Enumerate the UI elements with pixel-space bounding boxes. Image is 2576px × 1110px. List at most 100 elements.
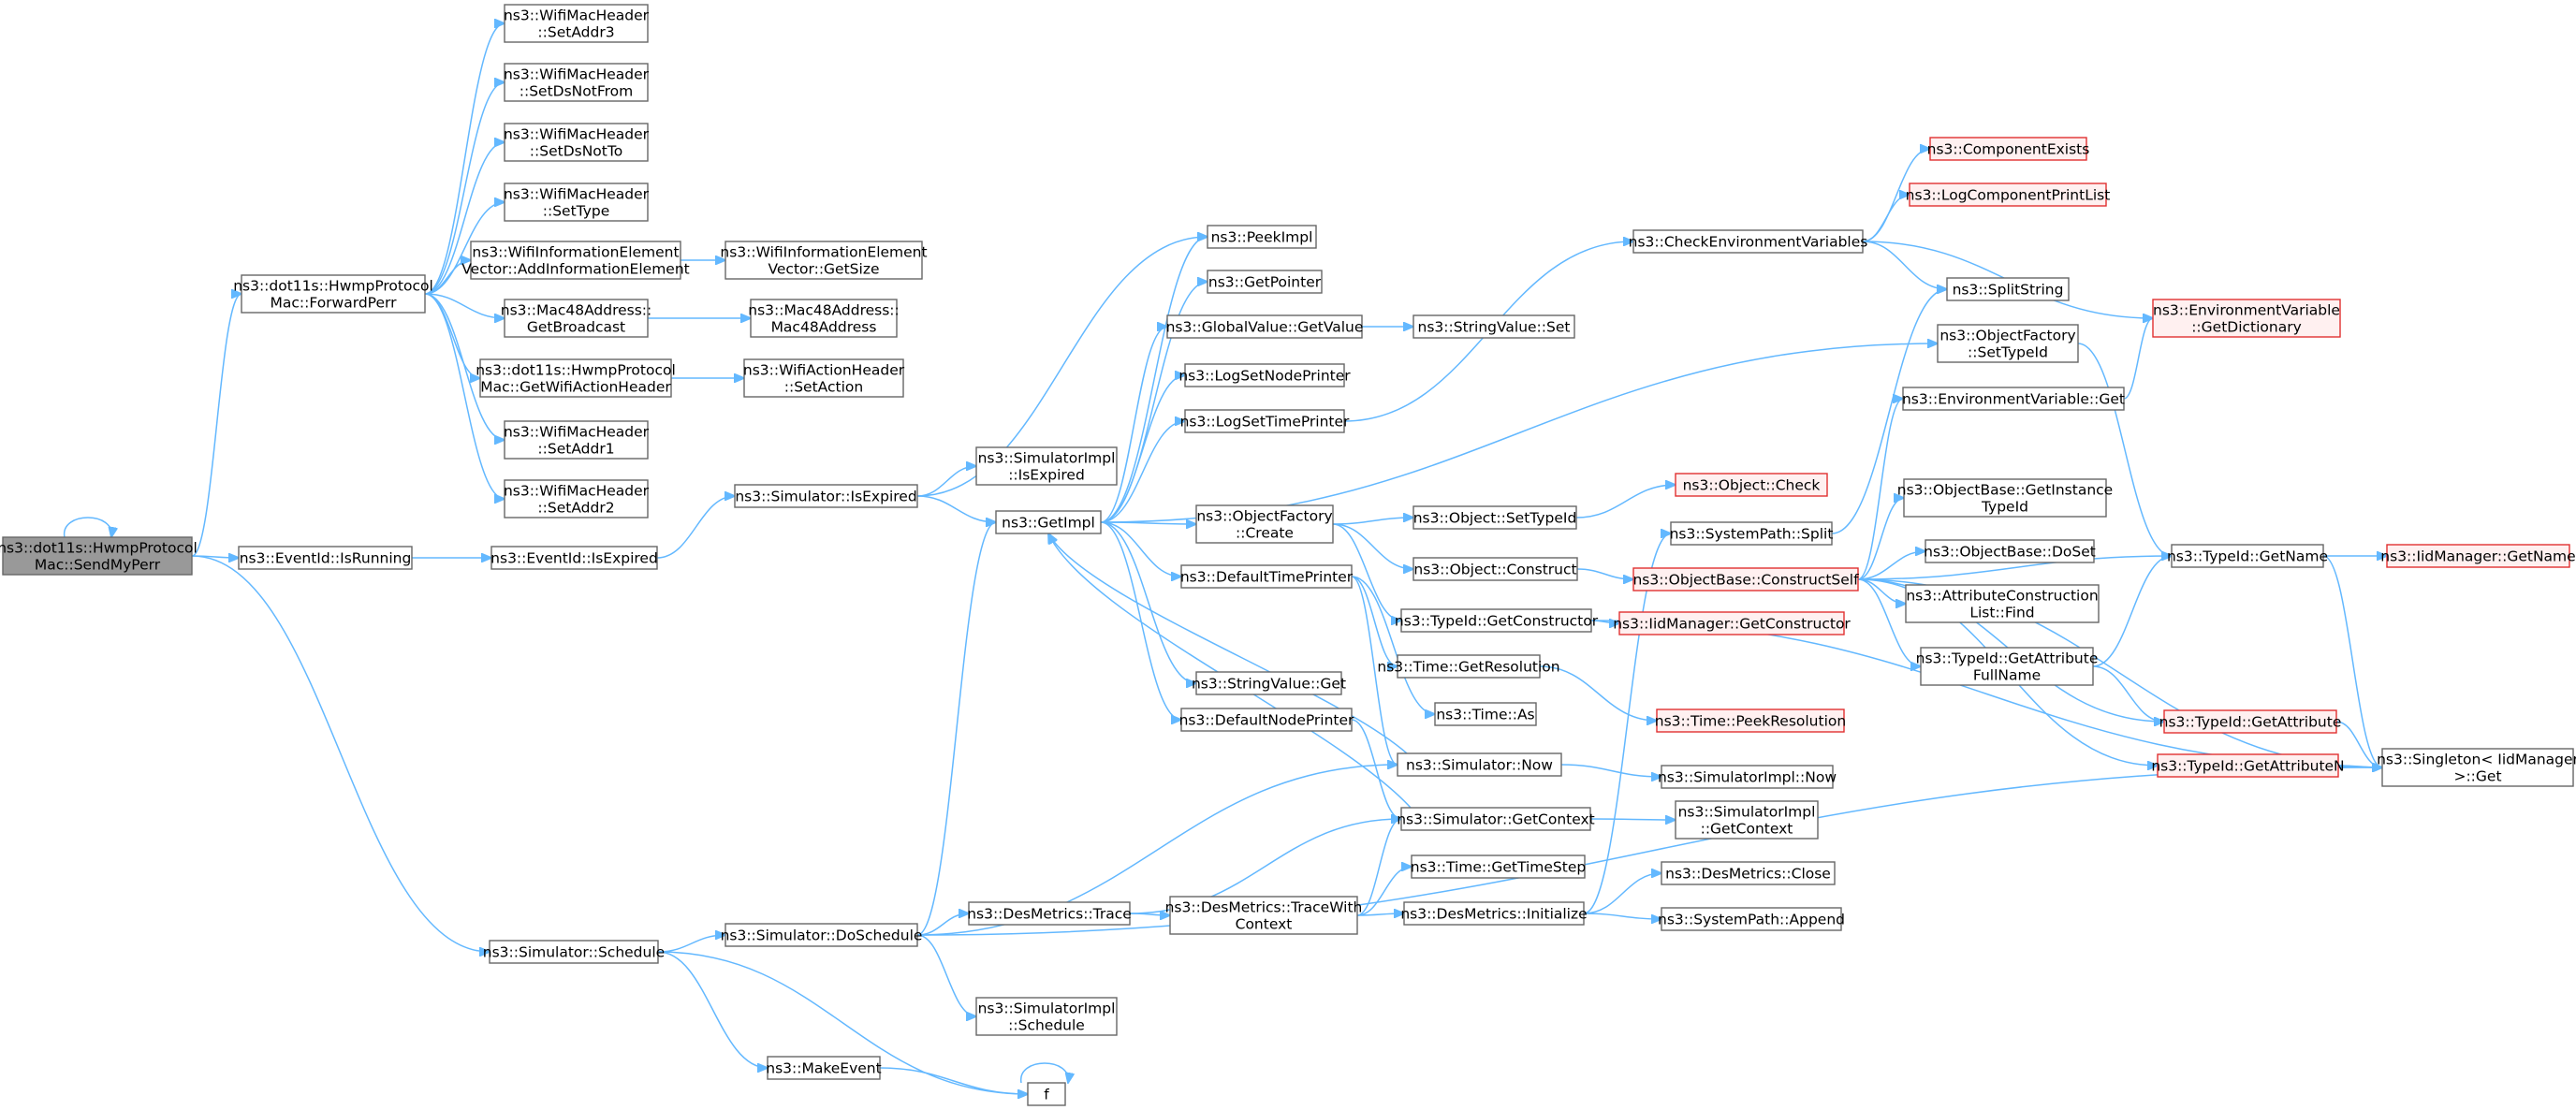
node-sysPathSplit[interactable]: ns3::SystemPath::Split [1670, 521, 1834, 546]
node-mac48ctor[interactable]: ns3::Mac48Address::Mac48Address [748, 299, 900, 338]
node-simSchedule[interactable]: ns3::Simulator::Schedule [483, 940, 665, 964]
edge-getImpl-to-defaultTimePrinter [1100, 521, 1181, 577]
node-getWifiActionHeader[interactable]: ns3::dot11s::HwmpProtocolMac::GetWifiAct… [476, 358, 676, 398]
node-logComponentPrintList[interactable]: ns3::LogComponentPrintList [1906, 183, 2111, 207]
node-label: GetBroadcast [527, 319, 625, 336]
node-envGetDictionary[interactable]: ns3::EnvironmentVariable::GetDictionary [2152, 299, 2341, 338]
node-simImplSchedule[interactable]: ns3::SimulatorImpl::Schedule [975, 997, 1118, 1036]
node-label: ns3::TypeId::GetConstructor [1395, 613, 1599, 630]
node-label: ns3::ObjectBase::ConstructSelf [1632, 572, 1859, 589]
node-checkEnvVars[interactable]: ns3::CheckEnvironmentVariables [1629, 229, 1868, 254]
node-box [1180, 564, 1353, 589]
node-box [1661, 861, 1836, 885]
node-singletonGet[interactable]: ns3::Singleton< IidManager>::Get [2377, 748, 2576, 787]
node-label: ns3::ObjectBase::GetInstance [1897, 482, 2113, 499]
node-envGet[interactable]: ns3::EnvironmentVariable::Get [1902, 387, 2125, 411]
node-box [1946, 277, 2070, 301]
node-label: ns3::Time::GetResolution [1377, 659, 1559, 676]
node-setAddr2[interactable]: ns3::WifiMacHeader::SetAddr2 [504, 479, 650, 518]
node-objFactoryCreate[interactable]: ns3::ObjectFactory::Create [1195, 504, 1334, 544]
node-defaultNodePrinter[interactable]: ns3::DefaultNodePrinter [1179, 708, 1354, 732]
node-addInfoElem[interactable]: ns3::WifiInformationElementVector::AddIn… [461, 241, 690, 280]
node-objCheck[interactable]: ns3::Object::Check [1675, 473, 1828, 497]
node-forwardPerr[interactable]: ns3::dot11s::HwmpProtocolMac::ForwardPer… [233, 274, 433, 314]
node-typeIdGetAttributeN[interactable]: ns3::TypeId::GetAttributeN [2151, 753, 2345, 778]
node-desTrace[interactable]: ns3::DesMetrics::Trace [967, 901, 1132, 926]
node-simImplNow[interactable]: ns3::SimulatorImpl::Now [1658, 765, 1837, 789]
node-label: ns3::LogSetTimePrinter [1180, 414, 1350, 431]
node-objDoSet[interactable]: ns3::ObjectBase::DoSet [1924, 539, 2096, 563]
node-setDsNotTo[interactable]: ns3::WifiMacHeader::SetDsNotTo [504, 123, 650, 162]
node-label: FullName [1973, 667, 2041, 684]
node-desClose[interactable]: ns3::DesMetrics::Close [1661, 861, 1836, 885]
node-box [1195, 504, 1334, 544]
node-setAddr1[interactable]: ns3::WifiMacHeader::SetAddr1 [504, 420, 650, 460]
node-label: ns3::DesMetrics::Trace [967, 906, 1132, 923]
node-iidGetName[interactable]: ns3::IidManager::GetName [2380, 544, 2576, 568]
node-getPointer[interactable]: ns3::GetPointer [1207, 270, 1323, 294]
node-desInitialize[interactable]: ns3::DesMetrics::Initialize [1400, 901, 1588, 926]
node-simIsExpired[interactable]: ns3::Simulator::IsExpired [734, 484, 918, 508]
node-typeIdGetName[interactable]: ns3::TypeId::GetName [2167, 544, 2328, 568]
node-setDsNotFrom[interactable]: ns3::WifiMacHeader::SetDsNotFrom [504, 63, 650, 102]
node-label: ::SetAction [784, 379, 863, 396]
node-f[interactable]: f [1027, 1082, 1066, 1106]
node-iidGetConstructor[interactable]: ns3::IidManager::GetConstructor [1613, 611, 1851, 635]
node-sysPathAppend[interactable]: ns3::SystemPath::Append [1658, 907, 1845, 931]
node-typeIdGetAttribute[interactable]: ns3::TypeId::GetAttribute [2159, 709, 2342, 734]
node-setType[interactable]: ns3::WifiMacHeader::SetType [504, 183, 650, 222]
node-box [1925, 539, 2095, 563]
edge-getImpl-to-globalGetValue [1100, 327, 1167, 523]
node-getImpl[interactable]: ns3::GetImpl [995, 510, 1102, 534]
node-peekImpl[interactable]: ns3::PeekImpl [1207, 225, 1317, 249]
node-objConstruct[interactable]: ns3::Object::Construct [1412, 557, 1578, 581]
node-simImplIsExpired[interactable]: ns3::SimulatorImpl::IsExpired [975, 446, 1118, 486]
edge-makeEvent-to-f [879, 1067, 1028, 1094]
node-constructSelf[interactable]: ns3::ObjectBase::ConstructSelf [1632, 567, 1859, 592]
node-objFactorySetTypeId[interactable]: ns3::ObjectFactory::SetTypeId [1937, 324, 2079, 363]
node-simGetContext[interactable]: ns3::Simulator::GetContext [1397, 807, 1595, 831]
node-makeEvent[interactable]: ns3::MakeEvent [766, 1056, 882, 1080]
node-objSetTypeId[interactable]: ns3::Object::SetTypeId [1412, 505, 1577, 530]
node-label: f [1044, 1087, 1049, 1103]
node-logSetTimePrinter[interactable]: ns3::LogSetTimePrinter [1180, 409, 1350, 433]
edge-desTraceWithContext-to-simGetContext [1356, 819, 1401, 916]
node-defaultTimePrinter[interactable]: ns3::DefaultTimePrinter [1180, 564, 1354, 589]
node-setAction[interactable]: ns3::WifiActionHeader::SetAction [743, 358, 905, 398]
node-globalGetValue[interactable]: ns3::GlobalValue::GetValue [1166, 314, 1364, 339]
node-simImplGetContext[interactable]: ns3::SimulatorImpl::GetContext [1675, 800, 1819, 840]
edge-sendMyPerr-to-sendMyPerr [64, 517, 112, 537]
node-getBroadcast[interactable]: ns3::Mac48Address::GetBroadcast [501, 299, 652, 338]
node-stringValueGet[interactable]: ns3::StringValue::Get [1192, 671, 1346, 695]
node-stringValueSet[interactable]: ns3::StringValue::Set [1412, 314, 1575, 339]
edge-constructSelf-to-attrConstructionFind [1857, 578, 1906, 604]
node-box [1412, 505, 1577, 530]
node-simNow[interactable]: ns3::Simulator::Now [1397, 752, 1562, 777]
node-layer: ns3::dot11s::HwmpProtocolMac::SendMyPerr… [0, 4, 2576, 1106]
node-label: ns3::EventId::IsExpired [490, 550, 658, 567]
node-timeGetResolution[interactable]: ns3::Time::GetResolution [1377, 654, 1560, 679]
edge-objFactoryCreate-to-typeIdGetConstructor [1332, 523, 1401, 621]
node-splitString[interactable]: ns3::SplitString [1946, 277, 2070, 301]
node-logSetNodePrinter[interactable]: ns3::LogSetNodePrinter [1178, 363, 1351, 387]
node-label: ns3::ObjectBase::DoSet [1924, 544, 2096, 561]
node-timeAs[interactable]: ns3::Time::As [1434, 702, 1537, 726]
node-componentExists[interactable]: ns3::ComponentExists [1927, 137, 2090, 161]
node-setAddr3[interactable]: ns3::WifiMacHeader::SetAddr3 [504, 4, 650, 43]
edge-simNow-to-getImpl [1048, 533, 1408, 754]
node-typeIdGetConstructor[interactable]: ns3::TypeId::GetConstructor [1395, 608, 1599, 633]
node-getSize[interactable]: ns3::WifiInformationElementVector::GetSi… [720, 241, 928, 280]
node-label: ns3::IidManager::GetName [2380, 548, 2575, 565]
node-timeGetTimeStep[interactable]: ns3::Time::GetTimeStep [1411, 854, 1586, 879]
node-box [2157, 753, 2339, 778]
edge-defaultTimePrinter-to-timeAs [1351, 576, 1435, 714]
node-timePeekResolution[interactable]: ns3::Time::PeekResolution [1655, 708, 1846, 733]
node-simDoSchedule[interactable]: ns3::Simulator::DoSchedule [721, 923, 923, 947]
node-eventIsRunning[interactable]: ns3::EventId::IsRunning [238, 546, 413, 570]
node-eventIsExpired[interactable]: ns3::EventId::IsExpired [490, 546, 658, 570]
